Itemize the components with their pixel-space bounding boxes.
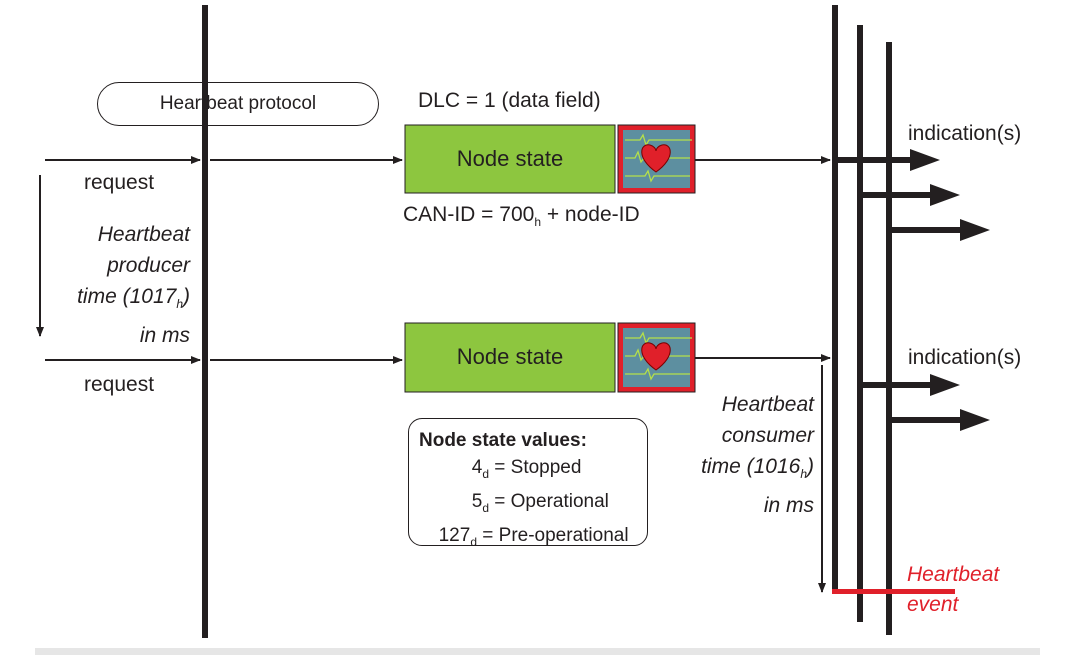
heartbeat-protocol-label: Heartbeat protocol (97, 82, 379, 126)
can-id-label: CAN-ID = 700h + node-ID (403, 203, 640, 229)
can-id-sub: h (534, 215, 541, 230)
consumer-line4: in ms (763, 494, 814, 518)
frame-2 (404, 322, 696, 393)
can-id-suffix: + node-ID (541, 203, 640, 226)
producer-line2: producer (107, 254, 190, 277)
consumer-time-label: Heartbeat consumer time (1016h) in ms (701, 389, 814, 521)
heart-monitor-icon (641, 342, 671, 371)
bottom-divider (35, 648, 1040, 655)
node-state-value-stopped: 4d = Stopped (471, 457, 582, 481)
consumer-timeline-3 (886, 42, 892, 635)
event-line1: Heartbeat (907, 563, 1000, 586)
consumer-line3: time (1016h) (701, 455, 814, 482)
consumer-line1: Heartbeat (721, 393, 814, 416)
dlc-label: DLC = 1 (data field) (418, 89, 601, 112)
indication-label-1: indication(s) (908, 122, 1022, 145)
indication-label-2: indication(s) (908, 346, 1022, 369)
node-state-value-operational: 5d = Operational (471, 490, 609, 515)
request-label-2: request (84, 373, 155, 396)
producer-time-label: Heartbeat producer time (1017h) in ms (77, 219, 190, 351)
can-id-prefix: CAN-ID = 700 (403, 203, 535, 226)
node-state-box-label-2: Node state (456, 344, 564, 369)
request-label-1: request (84, 171, 155, 194)
producer-line4: in ms (139, 324, 190, 348)
heartbeat-event-label: Heartbeat event (907, 560, 999, 620)
event-line2: event (907, 593, 959, 616)
node-state-box-label-1: Node state (456, 146, 564, 171)
consumer-line2: consumer (721, 424, 814, 447)
node-state-values-title: Node state values: (419, 430, 587, 451)
producer-line1: Heartbeat (97, 223, 190, 246)
node-state-value-preoperational: 127d = Pre-operational (438, 524, 629, 549)
producer-timeline (202, 5, 208, 638)
consumer-timeline-1 (832, 5, 838, 593)
consumer-timeline-2 (857, 25, 863, 622)
heartbeat-event-line (832, 589, 955, 594)
frame-1 (404, 124, 696, 194)
producer-line3: time (1017h) (77, 285, 190, 312)
indication-arrows (835, 149, 990, 431)
node-state-values-box: Node state values: 4d = Stopped 5d = Ope… (408, 418, 648, 548)
heart-monitor-icon (641, 144, 671, 173)
